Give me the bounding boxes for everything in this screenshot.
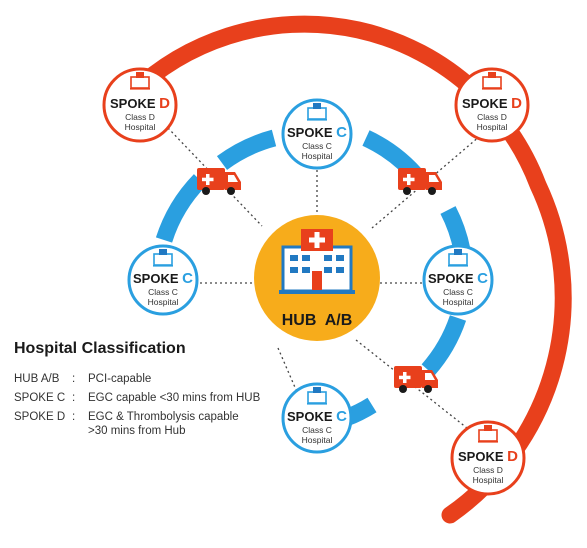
legend: Hospital Classification HUB A/B : PCI-ca…	[14, 340, 284, 443]
legend-row: SPOKE D : EGC & Thrombolysis capable >30…	[14, 410, 284, 438]
spoke-letter: C	[477, 270, 488, 287]
spoke-word: SPOKE	[110, 96, 159, 111]
spoke-letter: D	[159, 95, 170, 112]
hospital-building-icon	[130, 72, 150, 90]
spoke-class-label: Class C	[443, 287, 473, 297]
legend-term: SPOKE C	[14, 392, 66, 404]
spoke-class-label: Class C	[302, 425, 332, 435]
legend-separator: :	[72, 373, 76, 385]
spoke-type-label: Hospital	[302, 435, 333, 445]
legend-term: SPOKE D	[14, 411, 66, 423]
hospital-building-icon	[482, 72, 502, 90]
spoke-title: SPOKE C	[428, 270, 488, 287]
hospital-building-icon	[307, 387, 327, 405]
spoke-letter: C	[336, 408, 347, 425]
spoke-word: SPOKE	[462, 96, 511, 111]
spoke-type-label: Hospital	[148, 297, 179, 307]
spoke-word: SPOKE	[458, 449, 507, 464]
spoke-letter: D	[507, 448, 518, 465]
ambulance-icon	[197, 168, 241, 195]
spoke-class-label: Class C	[148, 287, 178, 297]
spoke-title: SPOKE C	[133, 270, 193, 287]
hospital-building-icon	[478, 425, 498, 443]
spoke-title: SPOKE C	[287, 124, 347, 141]
legend-term: HUB A/B	[14, 373, 60, 385]
spoke-type-label: Hospital	[477, 122, 508, 132]
spoke-type-label: Hospital	[473, 475, 504, 485]
legend-description: EGC capable <30 mins from HUB	[88, 392, 261, 404]
hospital-building-icon	[153, 249, 173, 267]
spoke-word: SPOKE	[287, 409, 336, 424]
legend-row: HUB A/B : PCI-capable	[14, 372, 284, 386]
spoke-word: SPOKE	[428, 271, 477, 286]
spoke-class-label: Class D	[473, 465, 503, 475]
spoke-type-label: Hospital	[443, 297, 474, 307]
spoke-type-label: Hospital	[302, 151, 333, 161]
legend-title: Hospital Classification	[14, 340, 186, 357]
spoke-class-label: Class D	[477, 112, 507, 122]
spoke-class-label: Class D	[125, 112, 155, 122]
spoke-type-label: Hospital	[125, 122, 156, 132]
outer-red-arc	[121, 15, 572, 524]
legend-separator: :	[72, 392, 76, 404]
inner-blue-ring	[155, 129, 471, 426]
spoke-word: SPOKE	[133, 271, 182, 286]
spoke-letter: D	[511, 95, 522, 112]
legend-row: SPOKE C : EGC capable <30 mins from HUB	[14, 391, 284, 405]
spoke-letter: C	[336, 124, 347, 141]
spoke-letter: C	[182, 270, 193, 287]
ambulance-icon	[398, 168, 442, 195]
spoke-title: SPOKE D	[458, 448, 518, 465]
hub-label: HUB A/B	[282, 312, 353, 329]
hospital-building-icon	[307, 103, 327, 121]
ambulance-icon	[394, 366, 438, 393]
spoke-title: SPOKE D	[110, 95, 170, 112]
spoke-title: SPOKE C	[287, 408, 347, 425]
hub-node[interactable]: HUB A/B	[254, 215, 380, 341]
spoke-title: SPOKE D	[462, 95, 522, 112]
spoke-word: SPOKE	[287, 125, 336, 140]
hospital-icon	[279, 229, 355, 294]
legend-separator: :	[72, 411, 76, 423]
legend-description: PCI-capable	[88, 373, 152, 385]
spoke-class-label: Class C	[302, 141, 332, 151]
legend-description: EGC & Thrombolysis capable >30 mins from…	[88, 411, 239, 437]
hospital-building-icon	[448, 249, 468, 267]
